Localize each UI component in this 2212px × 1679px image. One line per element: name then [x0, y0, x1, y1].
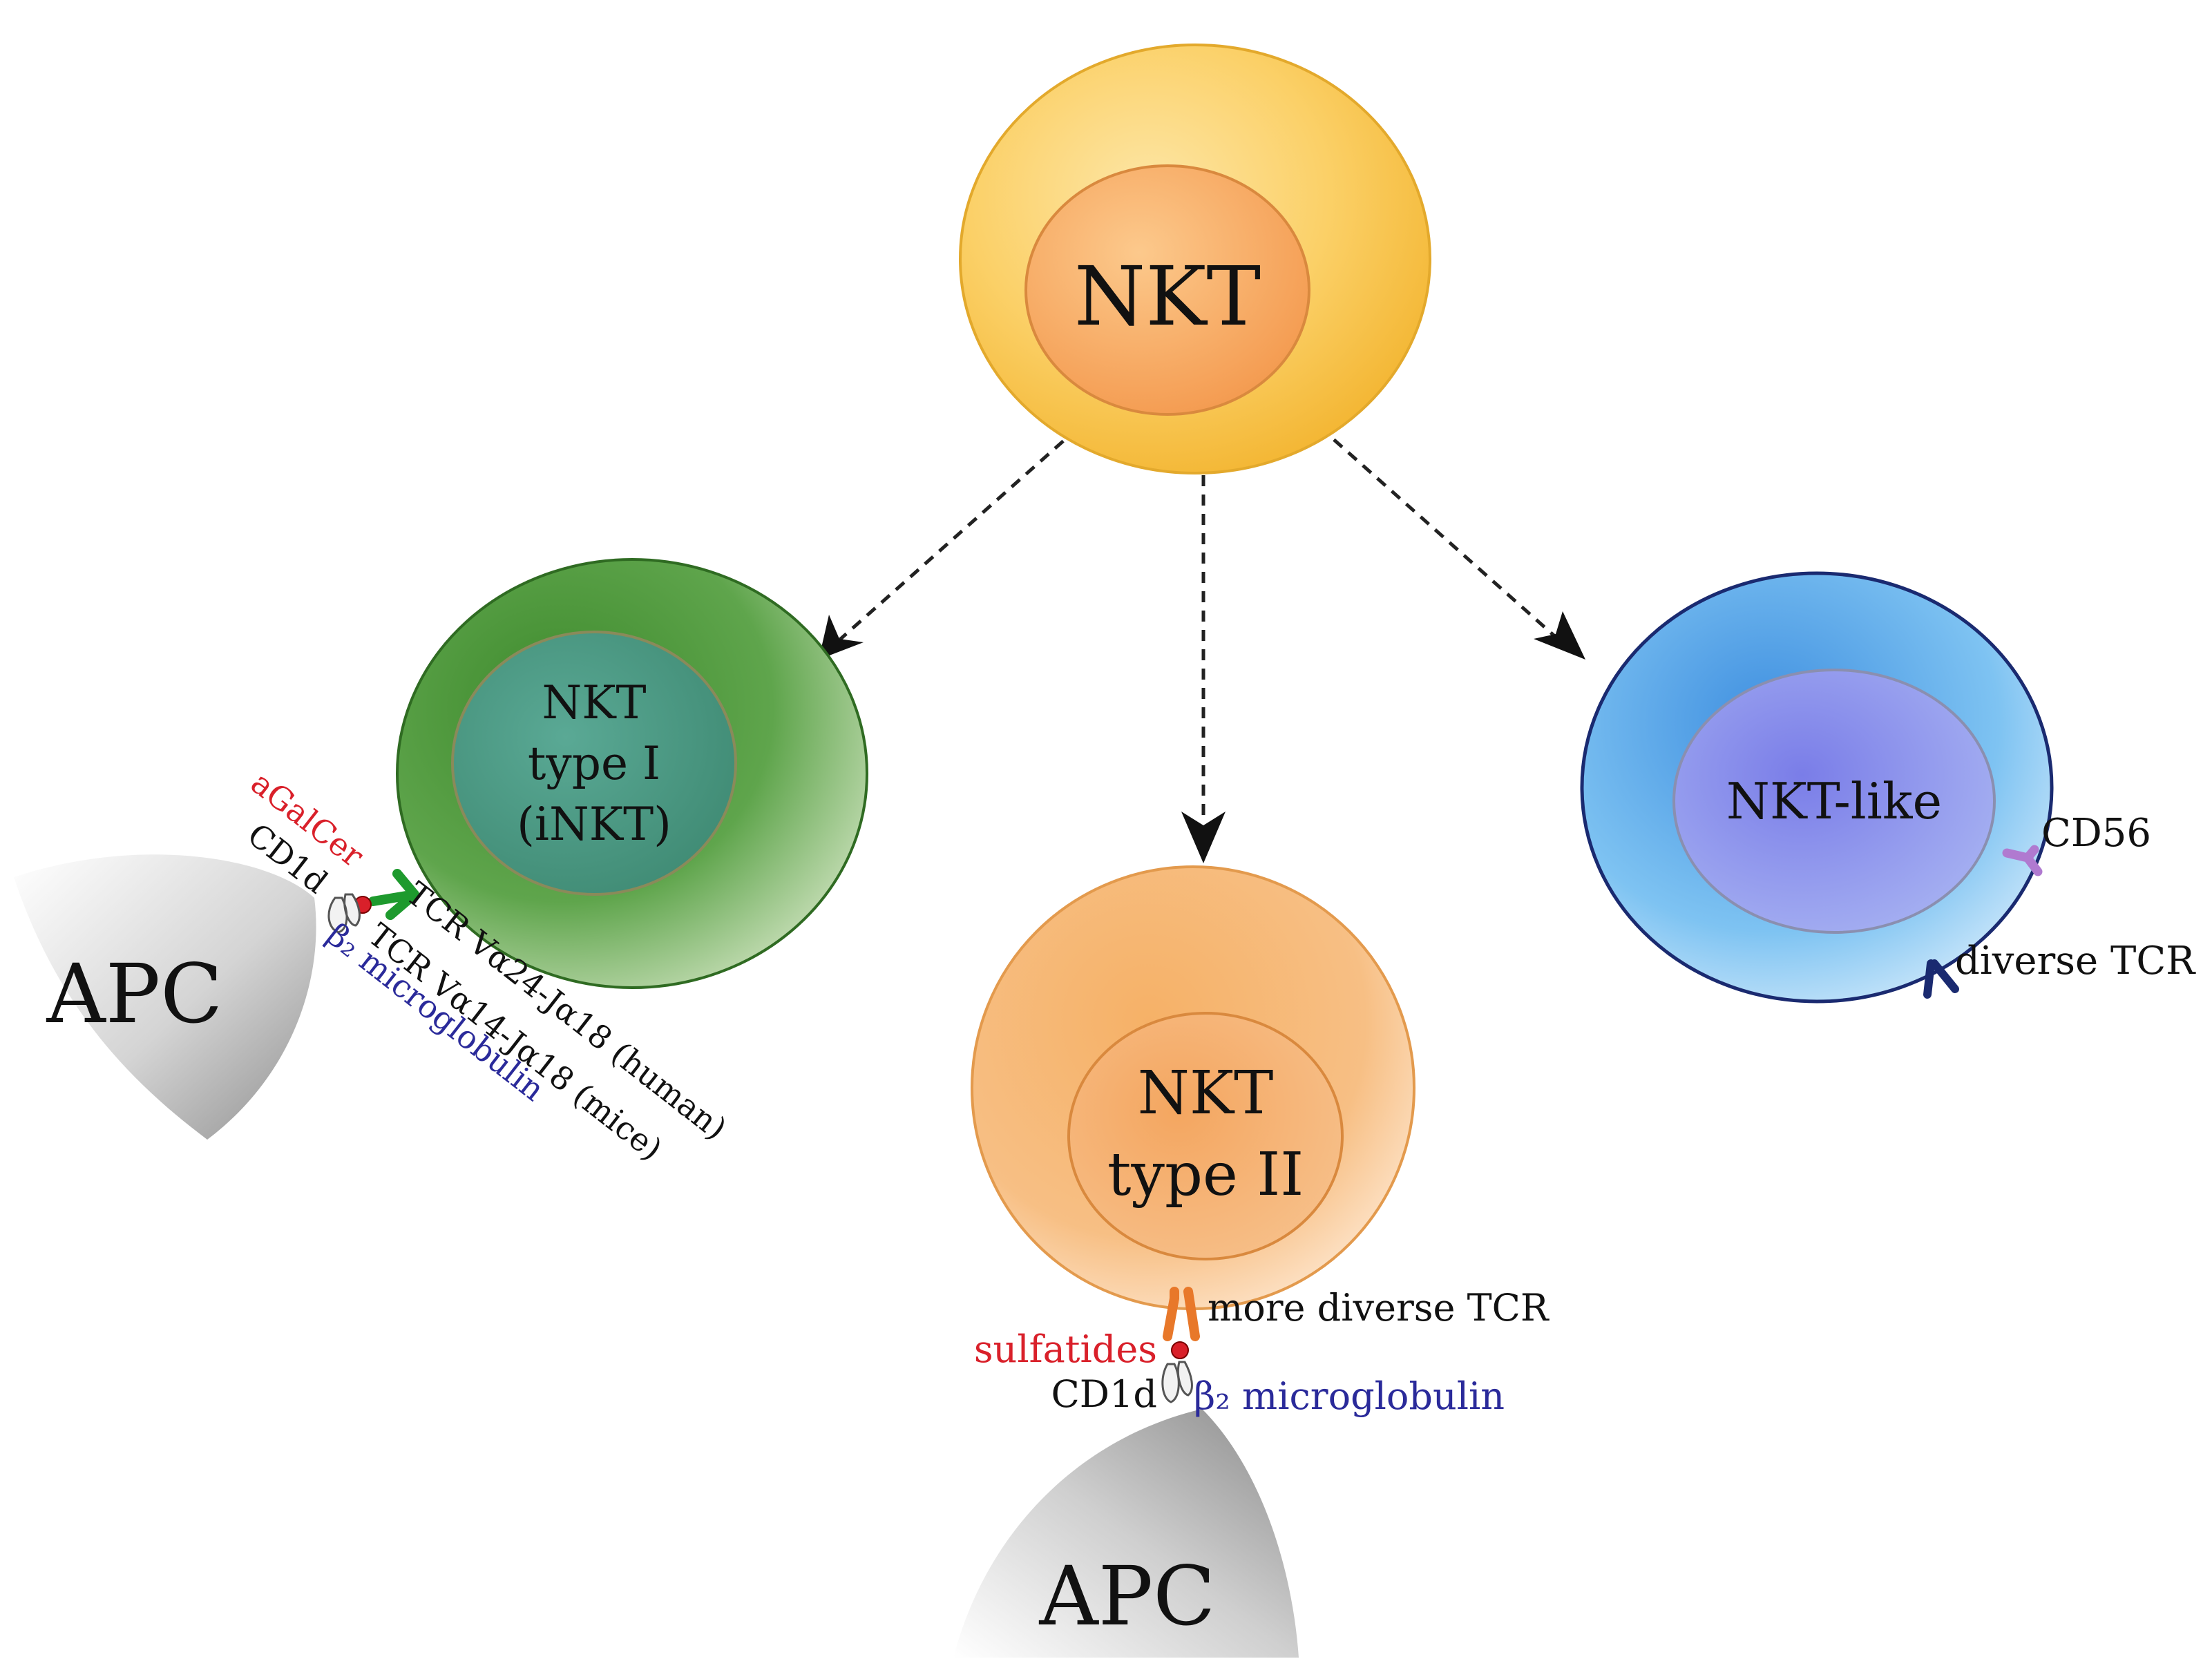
root-label: NKT: [1074, 249, 1261, 344]
node-like: NKT-like: [1580, 571, 2054, 1004]
node-type1: NKT type I (iNKT): [396, 558, 868, 989]
type2-tcr-label: more diverse TCR: [1208, 1286, 1550, 1330]
like-cd56-icon: [2002, 845, 2043, 876]
root-nucleus: [1024, 164, 1310, 416]
type1-label-line3: (iNKT): [517, 798, 671, 851]
type2-receptor-complex: sulfatides CD1d β₂ microglobulin more di…: [974, 1286, 1550, 1418]
type1-cd1d-icon: [327, 893, 361, 934]
node-type2: NKT type II: [971, 865, 1415, 1310]
type2-cd1d-icon: [1161, 1361, 1193, 1403]
type2-antigen-dot: [1171, 1341, 1189, 1359]
arrowhead-like: [1534, 611, 1585, 660]
like-tcr-label: diverse TCR: [1955, 939, 2196, 984]
type1-label-line2: type I: [528, 737, 660, 790]
like-label: NKT-like: [1726, 772, 1942, 830]
apc-bottom-cell: [953, 1409, 1299, 1658]
like-tcr-icon: [1923, 959, 1959, 999]
like-nucleus: [1672, 669, 1996, 934]
type2-label-line2: type II: [1107, 1140, 1304, 1209]
arrowhead-type2: [1181, 812, 1226, 863]
type2-nucleus: [1067, 1012, 1344, 1260]
type2-cd1d-label: CD1d: [1051, 1372, 1157, 1416]
type1-nucleus: [451, 631, 737, 896]
type1-label-line1: NKT: [542, 676, 646, 729]
apc-left-label: APC: [46, 946, 223, 1042]
arrows: [819, 425, 1585, 863]
node-root: NKT: [959, 44, 1431, 474]
arrowhead-type1: [819, 615, 864, 660]
type2-label-line1: NKT: [1138, 1059, 1274, 1128]
like-cd56-label: CD56: [2041, 811, 2151, 856]
arrow-to-type1: [828, 427, 1079, 651]
arrow-to-like: [1318, 425, 1559, 640]
type1-tcr-icon: [368, 869, 419, 920]
type2-antigen-label: sulfatides: [974, 1327, 1157, 1371]
type2-tcr-icon: [1163, 1287, 1200, 1341]
apc-left: APC: [14, 854, 316, 1140]
like-receptors: CD56 diverse TCR: [1923, 811, 2196, 999]
apc-bottom: APC: [953, 1409, 1299, 1658]
apc-left-cell: [14, 854, 316, 1140]
type2-beta2-label: β₂ microglobulin: [1194, 1374, 1505, 1418]
apc-bottom-label: APC: [1039, 1548, 1216, 1644]
